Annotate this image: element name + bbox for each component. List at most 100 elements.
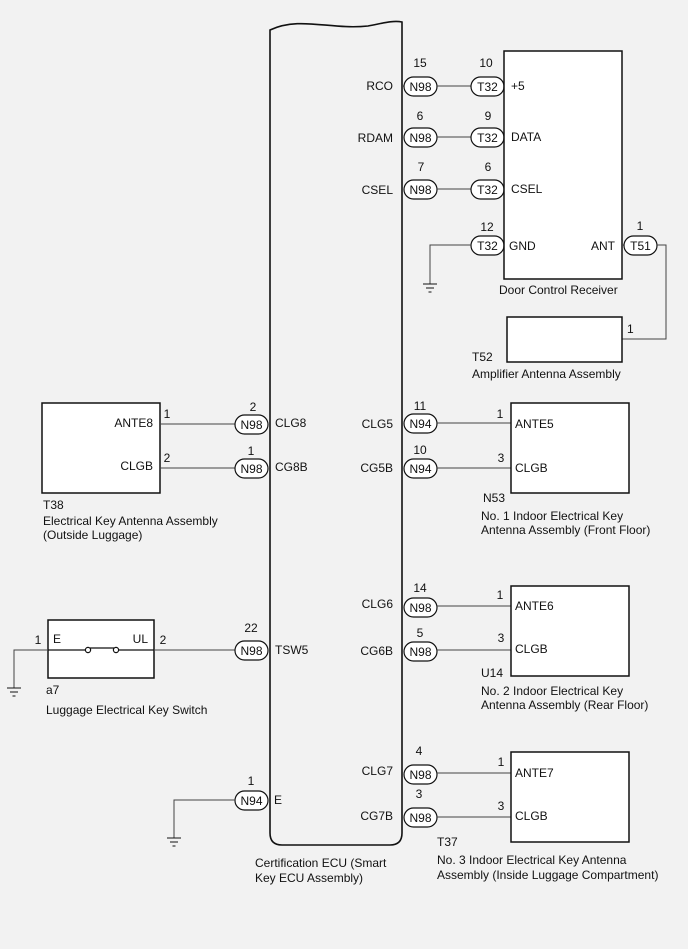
t37-label-line2: Assembly (Inside Luggage Compartment): [437, 868, 658, 882]
u14-antenna-box: [510, 585, 630, 677]
receiver-pin-data: DATA: [511, 130, 541, 144]
ecu-pin-csel: CSEL: [362, 183, 394, 197]
t37-antenna-box: [510, 751, 630, 843]
svg-text:CLGB: CLGB: [120, 459, 153, 473]
receiver-label: Door Control Receiver: [499, 283, 618, 297]
svg-text:N98: N98: [240, 418, 262, 432]
ground-icon: [167, 837, 181, 847]
pin-number: 4: [416, 744, 423, 758]
t38-antenna-box: [41, 402, 161, 494]
ground-icon: [423, 283, 437, 293]
clg8-circuit: 1 N98 2 CLG8: [160, 400, 307, 435]
svg-text:T32: T32: [477, 131, 498, 145]
svg-text:N98: N98: [240, 462, 262, 476]
pin-number: 10: [413, 443, 427, 457]
receiver-gnd-circuit: T32 12: [423, 220, 505, 293]
pin-number: 1: [248, 774, 255, 788]
svg-text:UL: UL: [133, 632, 149, 646]
connector-n98: [403, 764, 438, 785]
a7-switch-box: [47, 619, 155, 679]
ecu-pin-tsw5: TSW5: [275, 643, 309, 657]
connector-n98: [403, 597, 438, 618]
svg-text:T32: T32: [477, 239, 498, 253]
n53-antenna-box: [510, 402, 630, 494]
t38-label-line2: (Outside Luggage): [43, 528, 142, 542]
pin-number: 1: [497, 588, 504, 602]
pin-number: 6: [417, 109, 424, 123]
svg-text:T32: T32: [477, 80, 498, 94]
csel-circuit: CSEL N98 7 T32 6: [362, 160, 505, 200]
pin-number: 10: [479, 56, 493, 70]
amplifier-label: Amplifier Antenna Assembly: [472, 367, 621, 381]
pin-number: 11: [414, 399, 427, 413]
cg8b-circuit: 2 N98 1 CG8B: [160, 444, 308, 479]
connector-n98: [234, 414, 269, 435]
svg-text:CLGB: CLGB: [515, 461, 548, 475]
pin-number: 3: [498, 799, 505, 813]
t38-label-line1: Electrical Key Antenna Assembly: [43, 514, 218, 528]
pin-number: 22: [244, 621, 258, 635]
ecu-body: [269, 20, 403, 846]
svg-text:ANTE6: ANTE6: [515, 599, 554, 613]
t38-code: T38: [43, 498, 64, 512]
ecu-caption-line2: Key ECU Assembly): [255, 871, 363, 885]
a7-code: a7: [46, 683, 60, 697]
svg-text:CLGB: CLGB: [515, 642, 548, 656]
n53-code: N53: [483, 491, 505, 505]
svg-text:ANTE8: ANTE8: [114, 416, 153, 430]
antenna-circuit: T51 1: [622, 219, 667, 340]
ecu-pin-rco: RCO: [366, 79, 393, 93]
ecu-pin-clg7: CLG7: [362, 764, 394, 778]
clg7-circuit: CLG7 N98 4 1: [362, 744, 511, 785]
ecu-pin-clg6: CLG6: [362, 597, 394, 611]
t37-code: T37: [437, 835, 458, 849]
pin-number: 1: [627, 322, 634, 336]
clg5-circuit: CLG5 N94 11 1: [362, 399, 511, 434]
rdam-circuit: RDAM N98 6 T32 9: [358, 109, 505, 148]
svg-text:N98: N98: [409, 811, 431, 825]
u14-label-line1: No. 2 Indoor Electrical Key: [481, 684, 623, 698]
cg5b-circuit: CG5B N94 10 3: [360, 443, 511, 479]
a7-label: Luggage Electrical Key Switch: [46, 703, 207, 717]
receiver-pin-plus5: +5: [511, 79, 525, 93]
ecu-ground-circuit: N94 1 E: [167, 774, 282, 847]
u14-code: U14: [481, 666, 503, 680]
switch-icon: [48, 646, 154, 654]
door-control-receiver: [503, 50, 623, 280]
pin-number: 7: [418, 160, 425, 174]
u14-label-line2: Antenna Assembly (Rear Floor): [481, 698, 648, 712]
ecu-pin-clg8: CLG8: [275, 416, 307, 430]
pin-number: 15: [413, 56, 427, 70]
cg7b-circuit: CG7B N98 3 3: [360, 787, 511, 828]
clg6-circuit: CLG6 N98 14 1: [362, 581, 511, 618]
pin-number: 1: [35, 633, 42, 647]
svg-text:N98: N98: [409, 601, 431, 615]
connector-n98: [234, 640, 269, 661]
svg-text:N98: N98: [409, 80, 431, 94]
svg-text:N94: N94: [409, 417, 431, 431]
svg-text:N94: N94: [409, 462, 431, 476]
pin-number: 14: [413, 581, 427, 595]
cg6b-circuit: CG6B N98 5 3: [360, 626, 511, 662]
ecu-pin-cg5b: CG5B: [360, 461, 393, 475]
svg-text:N98: N98: [240, 644, 262, 658]
ecu-pin-cg7b: CG7B: [360, 809, 393, 823]
pin-number: 1: [248, 444, 255, 458]
ecu-caption-line1: Certification ECU (Smart: [255, 856, 387, 870]
pin-number: 6: [485, 160, 492, 174]
svg-text:T32: T32: [477, 183, 498, 197]
receiver-pin-csel: CSEL: [511, 182, 543, 196]
pin-number: 1: [497, 407, 504, 421]
ecu-pin-e: E: [274, 793, 282, 807]
pin-number: 1: [637, 219, 644, 233]
svg-text:ANTE7: ANTE7: [515, 766, 554, 780]
tsw5-circuit: 2 N98 22 TSW5: [154, 621, 309, 661]
pin-number: 3: [416, 787, 423, 801]
svg-text:CLGB: CLGB: [515, 809, 548, 823]
pin-number: 3: [498, 631, 505, 645]
pin-number: 1: [498, 755, 505, 769]
t37-label-line1: No. 3 Indoor Electrical Key Antenna: [437, 853, 627, 867]
svg-text:ANTE5: ANTE5: [515, 417, 554, 431]
receiver-pin-ant: ANT: [591, 239, 616, 253]
svg-text:E: E: [53, 632, 61, 646]
